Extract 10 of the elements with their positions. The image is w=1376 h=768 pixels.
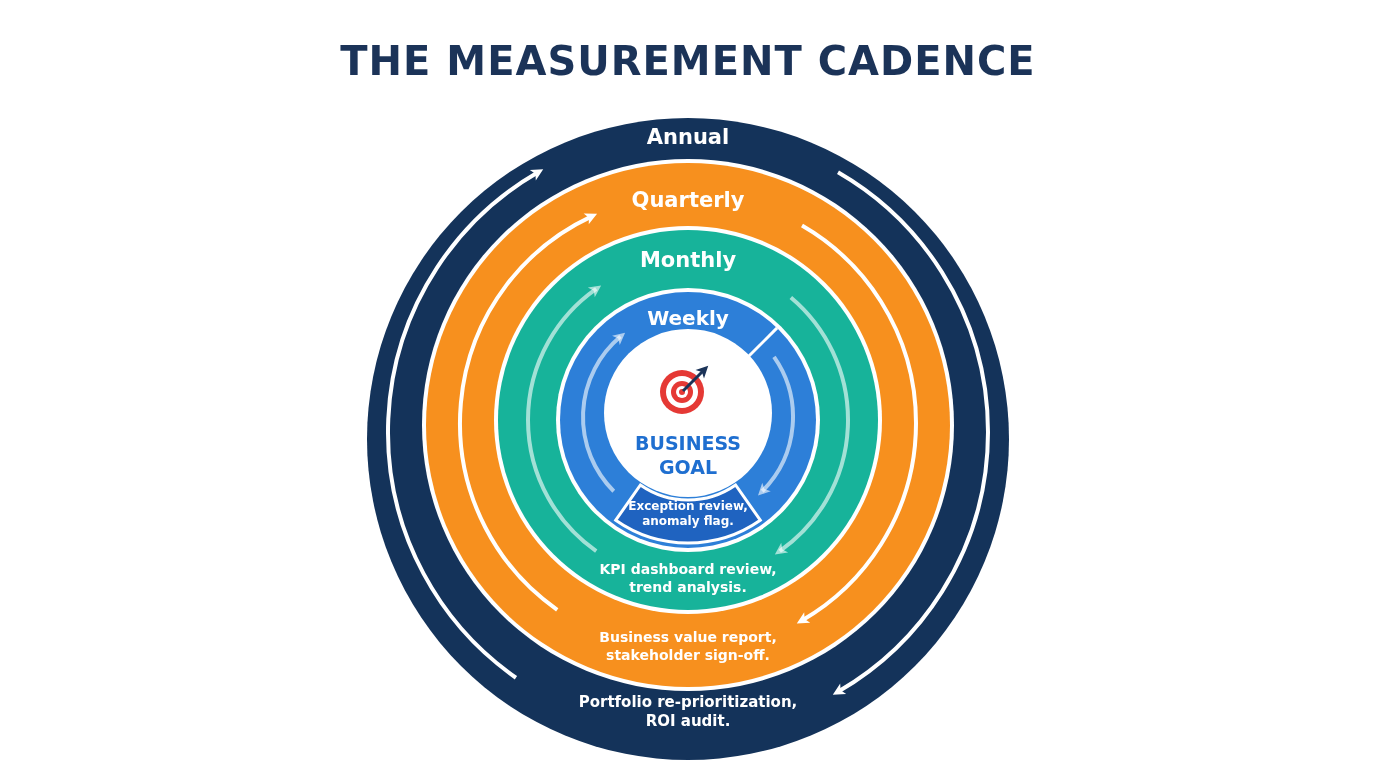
ring-description: KPI dashboard review, trend analysis. xyxy=(598,560,778,596)
ring-description: Business value report, stakeholder sign-off. xyxy=(598,628,778,664)
ring-description: Exception review, anomaly flag. xyxy=(627,499,749,529)
ring-title: Weekly xyxy=(647,305,729,331)
ring-title: Monthly xyxy=(639,246,737,274)
diagram-title: THE MEASUREMENT CADENCE xyxy=(339,38,1037,84)
center-label: BUSINESS GOAL xyxy=(633,432,743,480)
ring-description: Portfolio re-prioritization, ROI audit. xyxy=(577,693,799,731)
ring-title: Annual xyxy=(646,123,730,151)
ring-title: Quarterly xyxy=(631,186,745,214)
